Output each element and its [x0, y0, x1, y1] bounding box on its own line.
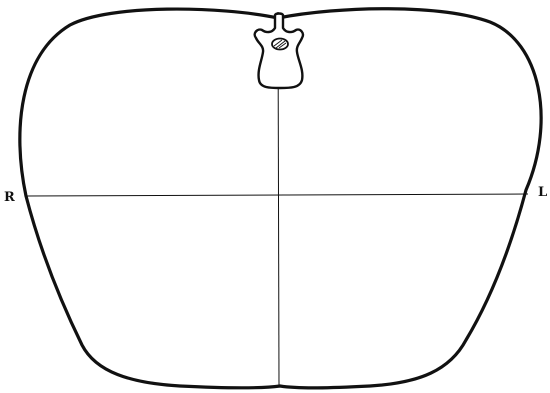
vertebra-outline: [255, 14, 303, 89]
spinal-cord-shape: [272, 39, 288, 50]
transverse-axis-line: [26, 194, 528, 196]
left-side-label: L: [538, 186, 547, 199]
right-side-label: R: [4, 191, 15, 204]
